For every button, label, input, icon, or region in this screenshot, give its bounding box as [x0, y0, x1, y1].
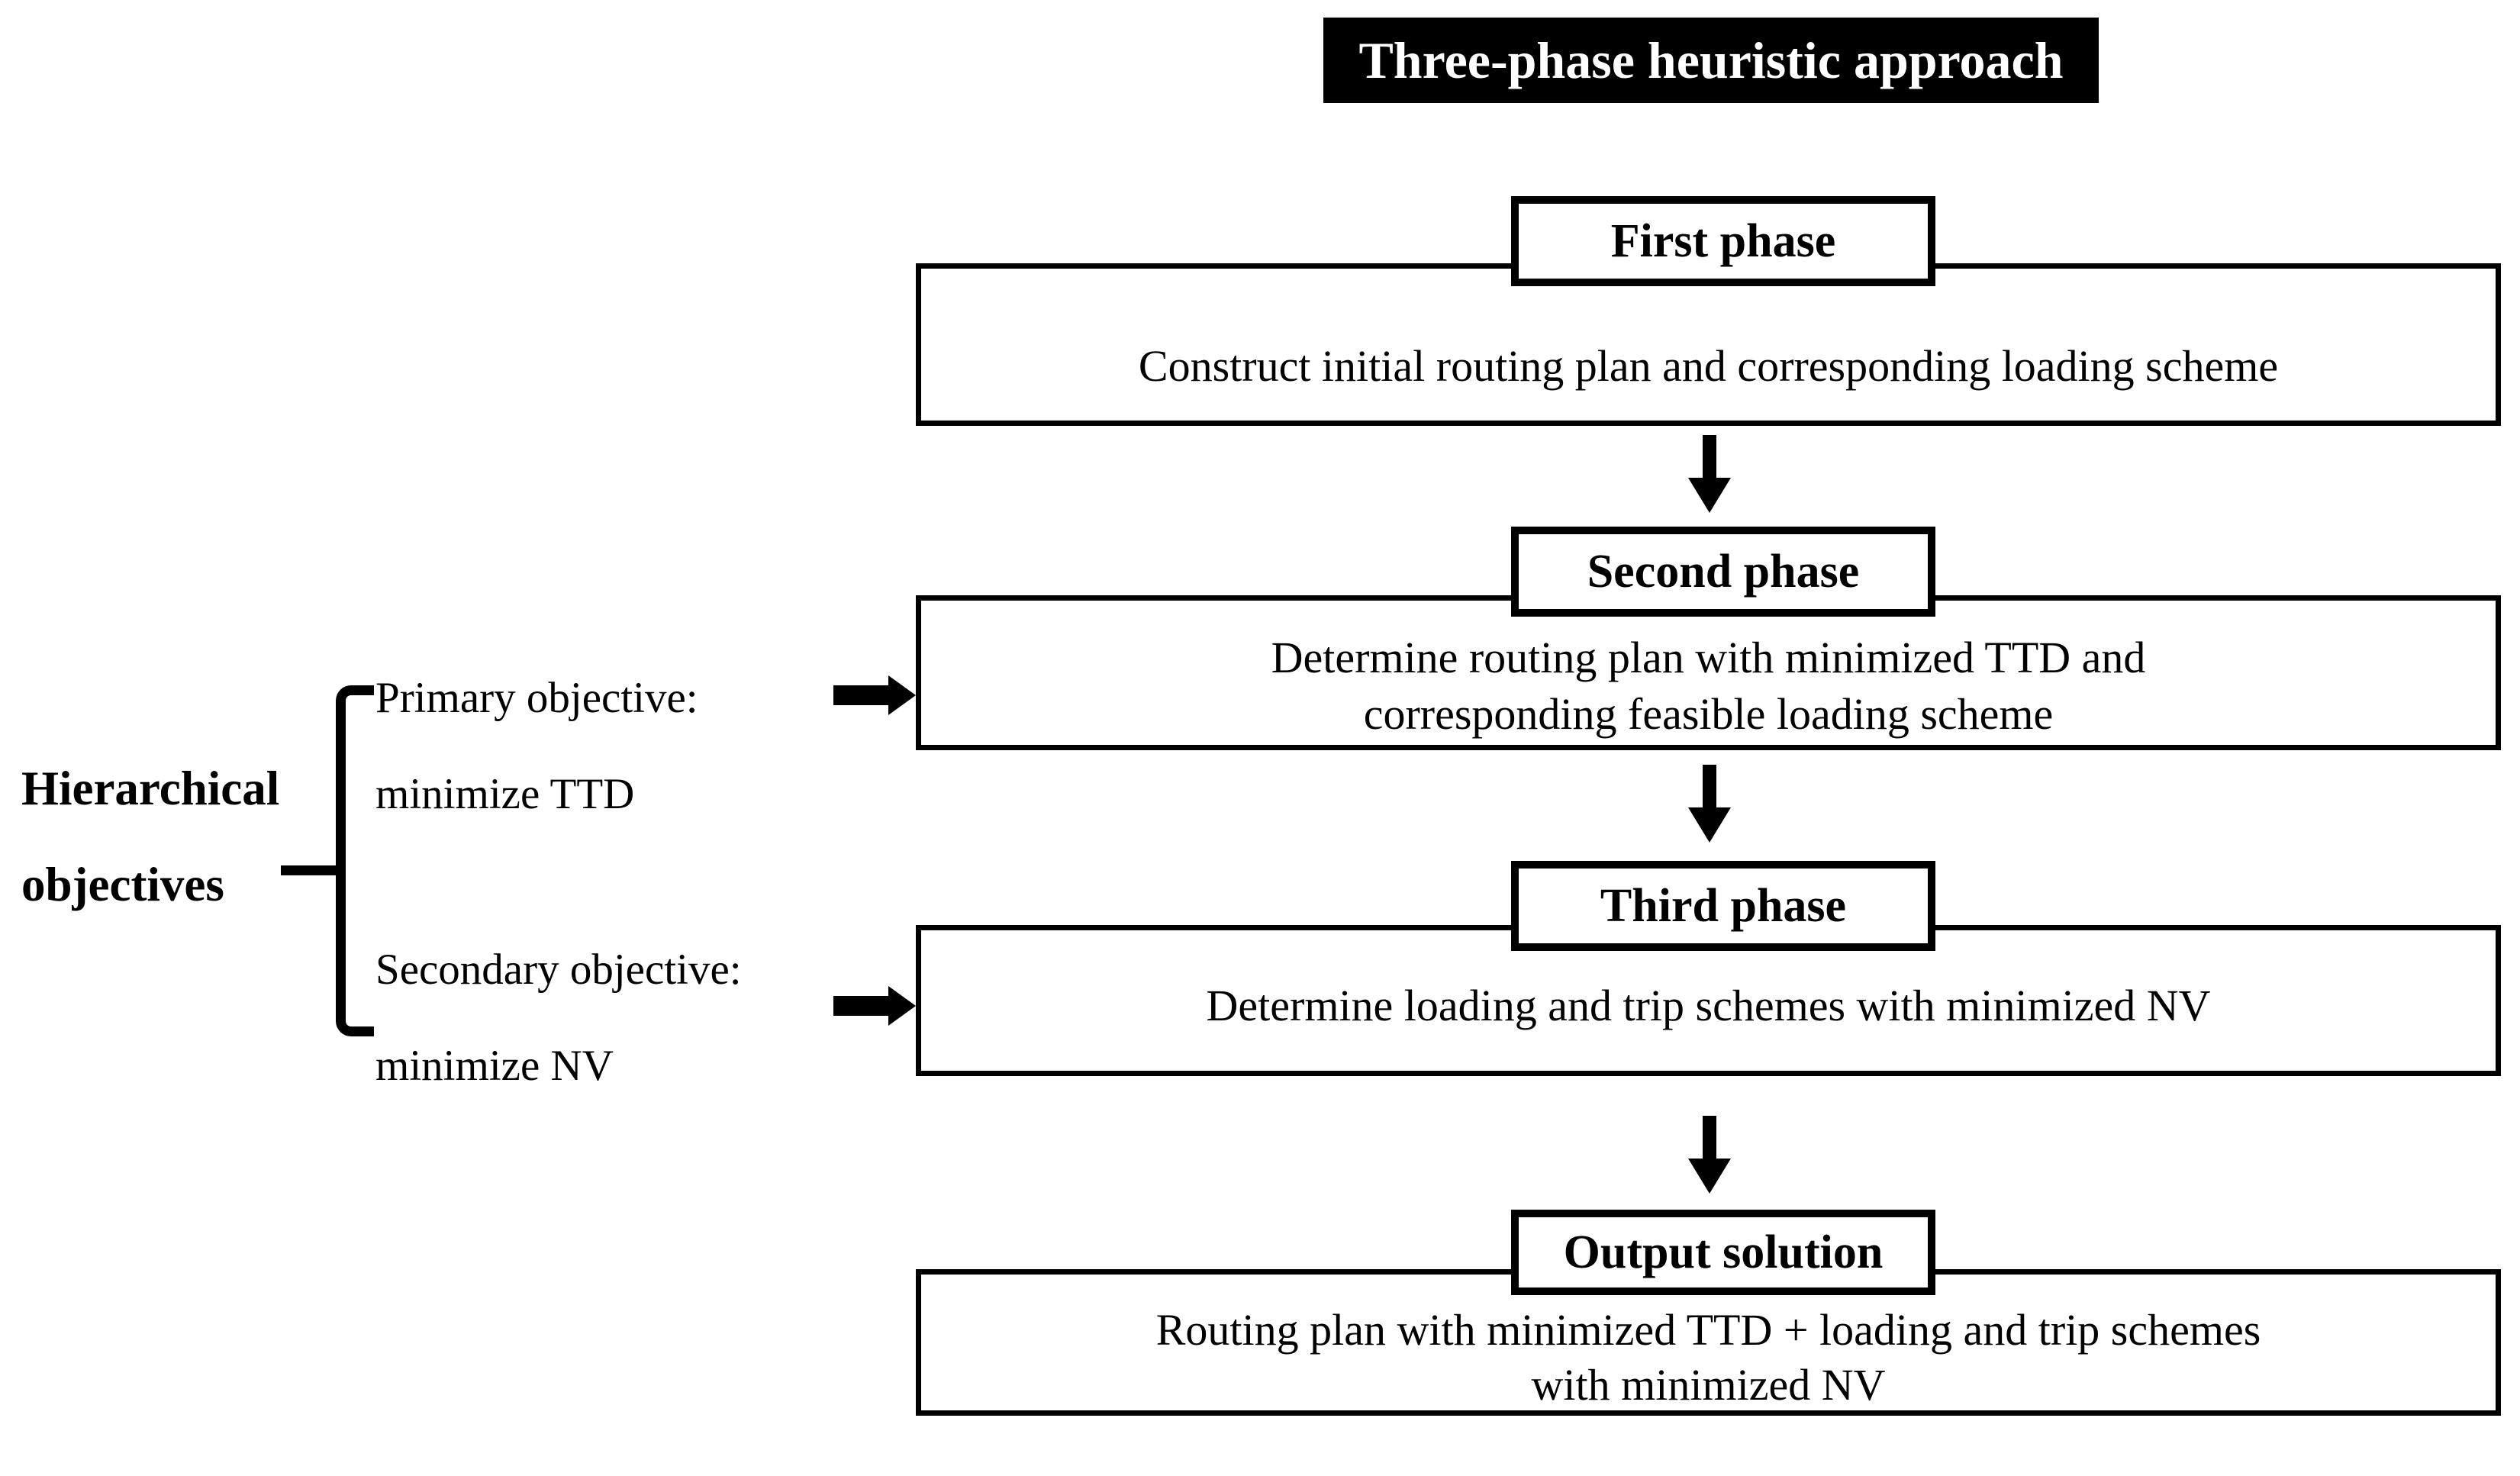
- arrow-head: [1688, 807, 1731, 843]
- phase1-text: Construct initial routing plan and corre…: [921, 338, 2496, 395]
- arrow-down-icon: [1688, 1116, 1731, 1194]
- phase1-content-box: Construct initial routing plan and corre…: [916, 263, 2501, 426]
- output-label-text: Output solution: [1563, 1226, 1884, 1278]
- output-text: Routing plan with minimized TTD + loadin…: [921, 1303, 2496, 1413]
- output-text-line2: with minimized NV: [1531, 1360, 1886, 1410]
- brace-bracket-icon: [336, 685, 374, 1036]
- arrow-head: [1688, 478, 1731, 513]
- diagram-title-banner: Three-phase heuristic approach: [1323, 18, 2099, 103]
- arrow-stem: [1703, 435, 1716, 479]
- phase2-text-line2: corresponding feasible loading scheme: [1363, 689, 2054, 739]
- arrow-down-icon: [1688, 765, 1731, 843]
- phase2-text-line1: Determine routing plan with minimized TT…: [1271, 633, 2146, 682]
- hierarchical-objectives-label-line2: objectives: [21, 858, 224, 911]
- phase2-label-text: Second phase: [1587, 545, 1860, 598]
- primary-objective-title: Primary objective:: [375, 674, 698, 722]
- phase1-label-box: First phase: [1511, 196, 1935, 286]
- phase3-label-box: Third phase: [1511, 861, 1935, 951]
- phase2-text: Determine routing plan with minimized TT…: [921, 630, 2496, 743]
- brace-bracket-tick: [281, 865, 339, 875]
- hierarchical-objectives-label-line1: Hierarchical: [21, 762, 280, 815]
- arrow-head: [888, 675, 916, 715]
- phase1-text-line1: Construct initial routing plan and corre…: [1138, 341, 2279, 391]
- arrow-stem: [1703, 1116, 1716, 1160]
- output-text-line1: Routing plan with minimized TTD + loadin…: [1155, 1305, 2261, 1355]
- arrow-head: [1688, 1159, 1731, 1194]
- primary-objective-subtitle: minimize TTD: [375, 770, 635, 818]
- output-label-box: Output solution: [1511, 1210, 1935, 1295]
- arrow-right-icon-primary: [833, 675, 917, 715]
- phase3-text-line1: Determine loading and trip schemes with …: [1206, 981, 2211, 1030]
- arrow-head: [888, 986, 916, 1026]
- arrow-down-icon: [1688, 435, 1731, 513]
- arrow-stem: [833, 996, 888, 1016]
- phase2-content-box: Determine routing plan with minimized TT…: [916, 595, 2501, 750]
- arrow-right-icon-secondary: [833, 986, 917, 1026]
- phase2-label-box: Second phase: [1511, 527, 1935, 617]
- phase1-label-text: First phase: [1610, 214, 1836, 267]
- arrow-stem: [1703, 765, 1716, 809]
- secondary-objective-subtitle: minimize NV: [375, 1042, 614, 1090]
- diagram-title-text: Three-phase heuristic approach: [1358, 31, 2064, 89]
- phase3-label-text: Third phase: [1600, 879, 1847, 932]
- secondary-objective-title: Secondary objective:: [375, 946, 742, 994]
- arrow-stem: [833, 685, 888, 705]
- phase3-text: Determine loading and trip schemes with …: [921, 978, 2496, 1034]
